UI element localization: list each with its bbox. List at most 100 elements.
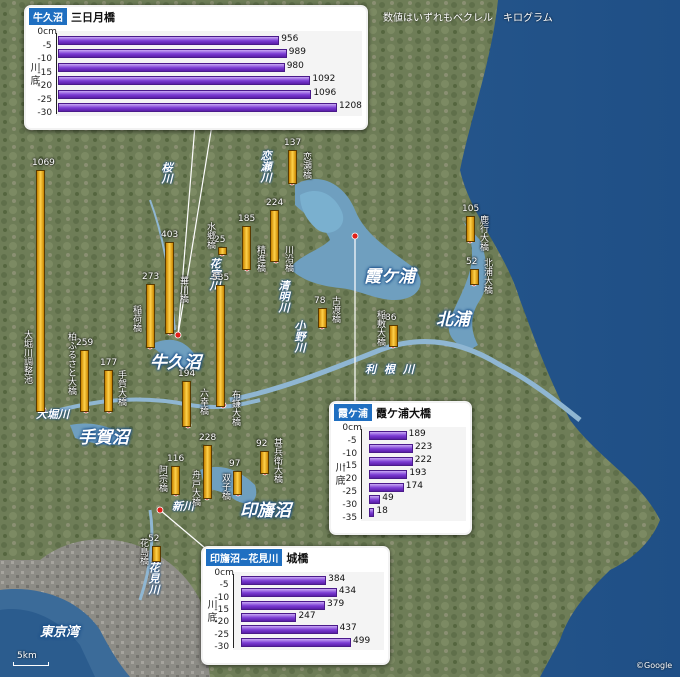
panel-title: 牛久沼 三日月橋 <box>29 8 115 25</box>
depth-bar <box>58 49 287 59</box>
site-bar <box>216 285 225 407</box>
scale-bar: 5km <box>13 651 49 668</box>
panel-tag: 牛久沼 <box>29 8 67 25</box>
site-bar <box>466 216 475 242</box>
depth-label: -15 <box>214 604 230 615</box>
scale-line <box>13 662 49 666</box>
depth-label: 0cm <box>214 568 234 578</box>
panel-title: 印旛沼~花見川 城橋 <box>206 549 309 566</box>
site-label: 北浦大橋 <box>482 258 492 294</box>
river-tone: 利根川 <box>365 363 422 376</box>
depth-bar <box>58 62 285 72</box>
site-label: 阿宗橋 <box>157 465 167 492</box>
site-label: 恋瀬橋 <box>301 152 311 179</box>
site-value: 116 <box>167 454 185 464</box>
site-bar <box>152 546 161 562</box>
depth-label: -35 <box>342 512 358 523</box>
panel-name: 三日月橋 <box>71 10 115 24</box>
site-label: 大堀川調整池 <box>22 330 32 384</box>
place-inbanuma: 印旛沼 <box>240 501 291 521</box>
depth-label: -20 <box>214 617 230 628</box>
depth-value: 222 <box>414 455 432 465</box>
site-value: 137 <box>284 138 302 148</box>
depth-value: 1208 <box>339 101 362 112</box>
panel-name: 城橋 <box>286 551 309 565</box>
depth-bar <box>58 35 280 45</box>
site-label: 手賀大橋 <box>116 370 126 406</box>
river-hanami: 花見川 <box>147 562 160 595</box>
depth-value: 434 <box>338 586 357 597</box>
river-sakura: 桜川 <box>160 162 173 184</box>
site-bar <box>318 308 327 328</box>
depth-value: 18 <box>376 506 388 517</box>
site-bar <box>104 370 113 412</box>
depth-axis <box>233 574 234 648</box>
site-value: 224 <box>266 198 284 208</box>
depth-value: 247 <box>298 611 316 622</box>
site-bar <box>36 170 45 412</box>
panel-name: 霞ケ浦大橋 <box>376 406 431 420</box>
depth-bar <box>241 600 326 610</box>
river-koise: 恋瀬川 <box>259 150 272 183</box>
depth-label: 0cm <box>37 27 57 37</box>
depth-value: 437 <box>339 623 357 634</box>
site-bar <box>171 466 180 495</box>
site-bar <box>389 325 398 347</box>
place-kasumigaura: 霞ケ浦 <box>364 267 415 287</box>
depth-bar <box>241 625 338 635</box>
place-teganuma: 手賀沼 <box>78 428 129 448</box>
axis-label: 川底 <box>30 62 41 87</box>
site-bar <box>242 226 251 270</box>
site-bar <box>270 210 279 262</box>
depth-label: -10 <box>37 54 53 64</box>
depth-value: 379 <box>327 598 345 609</box>
depth-value: 956 <box>281 33 299 44</box>
site-label: 柏ふるさと大橋 <box>66 332 76 395</box>
depth-axis <box>361 429 362 519</box>
unit-note: 数値はいずれもベクレル キログラム <box>383 13 553 24</box>
depth-bar <box>241 613 297 623</box>
map-credit: ©Google <box>636 661 673 670</box>
site-value: 177 <box>100 358 118 368</box>
axis-label: 川底 <box>335 462 346 487</box>
site-value: 403 <box>161 230 179 240</box>
site-value: 78 <box>314 296 326 306</box>
depth-label: -30 <box>37 108 53 118</box>
site-value: 25 <box>214 235 226 245</box>
depth-value: 980 <box>286 60 304 71</box>
depth-label: -15 <box>37 67 53 78</box>
depth-bar <box>241 588 337 598</box>
depth-bar <box>369 482 404 492</box>
site-label: 古渡橋 <box>330 296 340 323</box>
site-value: 105 <box>462 204 480 214</box>
depth-value: 384 <box>328 574 346 585</box>
site-value: 259 <box>76 338 94 348</box>
depth-value: 193 <box>409 467 427 478</box>
site-label: 花島橋 <box>138 538 148 565</box>
depth-value: 1092 <box>312 74 336 85</box>
depth-label: 0cm <box>342 423 362 433</box>
river-hanamuro: 花室川 <box>208 258 221 291</box>
depth-label: -25 <box>37 94 53 105</box>
site-value: 86 <box>385 313 397 323</box>
depth-label: -25 <box>214 629 230 640</box>
site-label: 水郷橋 <box>205 222 215 249</box>
river-shin: 新川 <box>172 500 194 513</box>
site-label: 精進橋 <box>255 245 265 272</box>
site-value: 273 <box>142 272 160 282</box>
depth-bar <box>369 444 413 454</box>
depth-bar <box>58 76 311 86</box>
depth-label: -5 <box>219 580 229 591</box>
chart-background <box>56 31 362 116</box>
panel-tag: 霞ケ浦 <box>334 404 372 421</box>
depth-label: -15 <box>342 461 358 472</box>
depth-label: -5 <box>42 40 52 51</box>
depth-bar <box>369 508 375 518</box>
site-label: 双子橋 <box>220 473 230 500</box>
site-bar <box>146 284 155 348</box>
depth-bar <box>369 431 407 441</box>
depth-label: -20 <box>342 474 358 485</box>
depth-bar <box>369 495 381 505</box>
site-bar <box>288 150 297 184</box>
